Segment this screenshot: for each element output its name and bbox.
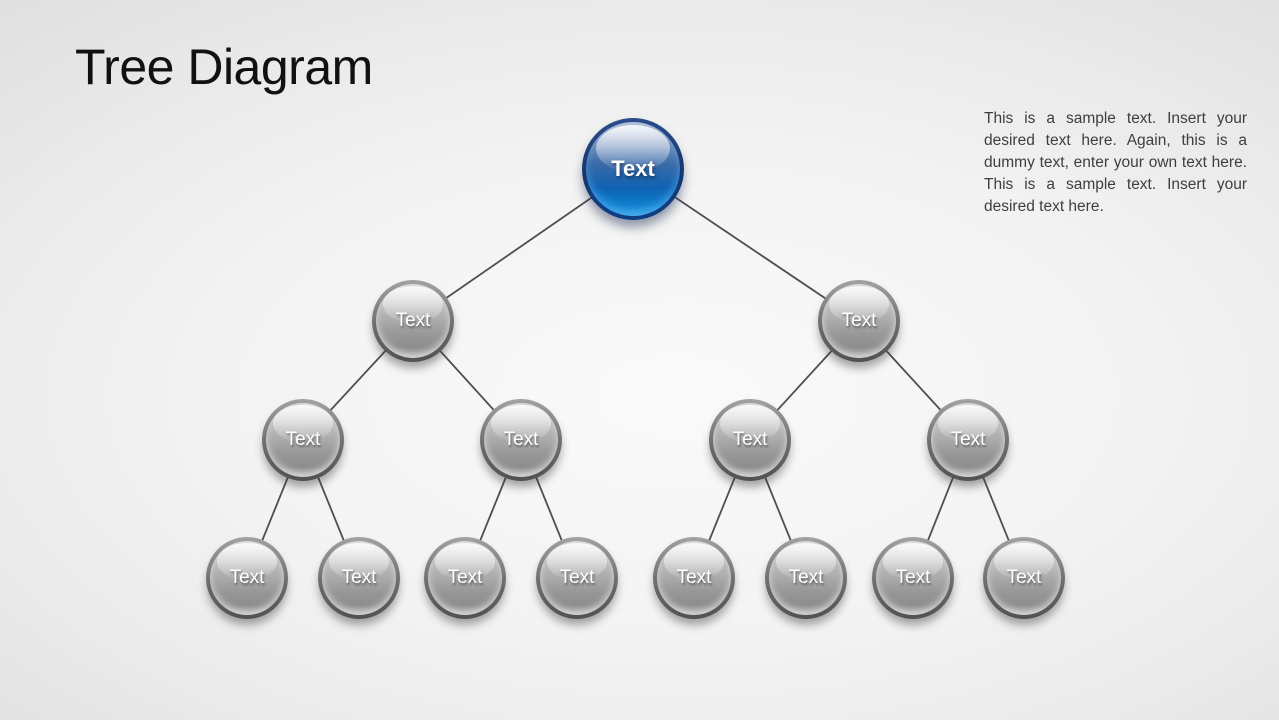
tree-node-root-label: Text (611, 156, 655, 181)
page-title: Tree Diagram (75, 39, 373, 95)
tree-node-label: Text (395, 310, 431, 331)
sample-text-block: This is a sample text. Insert your desir… (984, 110, 1247, 215)
tree-node-label: Text (447, 567, 483, 588)
tree-node-l3-2: Text (480, 399, 562, 481)
tree-node-l4-7: Text (872, 537, 954, 619)
tree-node-l3-4: Text (927, 399, 1009, 481)
tree-node-label: Text (732, 429, 768, 450)
tree-node-label: Text (1006, 567, 1042, 588)
tree-node-label: Text (559, 567, 595, 588)
tree-node-l3-3: Text (709, 399, 791, 481)
tree-node-l2-2: Text (818, 280, 900, 362)
tree-node-l4-6: Text (765, 537, 847, 619)
tree-node-l3-1: Text (262, 399, 344, 481)
tree-node-label: Text (950, 429, 986, 450)
tree-node-l4-1: Text (206, 537, 288, 619)
tree-node-label: Text (895, 567, 931, 588)
tree-node-root: Text (582, 118, 684, 220)
tree-node-l4-8: Text (983, 537, 1065, 619)
tree-node-l4-5: Text (653, 537, 735, 619)
tree-node-l4-4: Text (536, 537, 618, 619)
tree-node-label: Text (788, 567, 824, 588)
tree-node-label: Text (841, 310, 877, 331)
tree-node-label: Text (503, 429, 539, 450)
tree-node-l4-3: Text (424, 537, 506, 619)
tree-node-label: Text (229, 567, 265, 588)
tree-node-label: Text (341, 567, 377, 588)
tree-node-l4-2: Text (318, 537, 400, 619)
tree-node-l2-1: Text (372, 280, 454, 362)
tree-node-label: Text (676, 567, 712, 588)
tree-node-label: Text (285, 429, 321, 450)
